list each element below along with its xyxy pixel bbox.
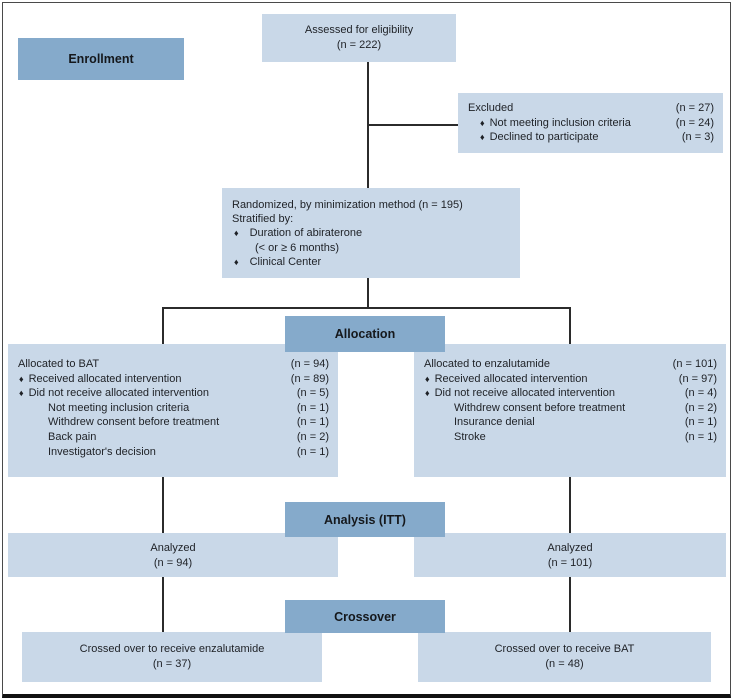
bullet-icon: ♦ (234, 228, 239, 238)
crossover-label: Crossed over to receive enzalutamide (79, 643, 265, 655)
bullet-icon: ♦ (425, 373, 430, 384)
connector-line (162, 307, 164, 344)
connector-line (162, 307, 571, 309)
connector-line (569, 577, 571, 632)
allocation-row: ♦ Received allocated intervention (n = 8… (19, 372, 329, 385)
allocation-row: ♦ Did not receive allocated intervention… (425, 387, 717, 400)
bullet-icon: ♦ (480, 132, 485, 143)
enrollment-stage-header: Enrollment (18, 38, 184, 80)
connector-line (162, 577, 164, 632)
allocation-row: Withdrew consent before treatment (n = 1… (48, 416, 329, 429)
bullet-icon: ♦ (234, 256, 239, 267)
connector-line (569, 307, 571, 344)
allocation-row: Insurance denial (n = 1) (454, 416, 717, 429)
randomized-line: ♦ Clinical Center (234, 255, 322, 268)
crossover-count: (n = 37) (152, 657, 192, 670)
analysis-stage-label: Analysis (ITT) (324, 512, 406, 527)
analyzed-enzalutamide-box: Analyzed (n = 101) (414, 533, 726, 577)
allocated-bat-box: Allocated to BAT (n = 94) ♦ Received all… (8, 344, 338, 477)
excluded-row: ♦ Not meeting inclusion criteria (n = 24… (480, 116, 714, 129)
analyzed-count: (n = 101) (547, 556, 593, 569)
allocation-row: ♦ Did not receive allocated intervention… (19, 387, 329, 400)
allocation-row: Not meeting inclusion criteria (n = 1) (48, 401, 329, 414)
assessed-label: Assessed for eligibility (304, 24, 414, 36)
allocation-row: Allocated to BAT (n = 94) (18, 358, 329, 370)
analyzed-label: Analyzed (547, 542, 593, 554)
connector-line (367, 278, 369, 308)
allocation-row: Stroke (n = 1) (454, 430, 717, 443)
allocation-row: ♦ Received allocated intervention (n = 9… (425, 372, 717, 385)
connector-line (368, 124, 458, 126)
analyzed-count: (n = 94) (153, 556, 193, 569)
connector-line (162, 477, 164, 533)
crossover-stage-label: Crossover (334, 609, 396, 624)
crossover-to-enzalutamide-box: Crossed over to receive enzalutamide (n … (22, 632, 322, 682)
assessed-eligibility-box: Assessed for eligibility (n = 222) (262, 14, 456, 62)
excluded-box: Excluded (n = 27) ♦ Not meeting inclusio… (458, 93, 723, 153)
allocation-stage-header: Allocation (285, 316, 445, 352)
bullet-icon: ♦ (19, 373, 24, 384)
randomized-line: ♦ Duration of abiraterone (234, 227, 363, 239)
allocation-stage-label: Allocation (334, 327, 396, 341)
excluded-row: Excluded (n = 27) (468, 102, 714, 114)
crossover-label: Crossed over to receive BAT (494, 643, 635, 655)
excluded-row: ♦ Declined to participate (n = 3) (480, 131, 714, 144)
enrollment-stage-label: Enrollment (68, 52, 134, 66)
randomized-line: (< or ≥ 6 months) (255, 241, 339, 254)
allocated-enzalutamide-box: Allocated to enzalutamide (n = 101) ♦ Re… (414, 344, 726, 477)
bullet-icon: ♦ (425, 388, 430, 399)
crossover-to-bat-box: Crossed over to receive BAT (n = 48) (418, 632, 711, 682)
bullet-icon: ♦ (19, 388, 24, 399)
crossover-stage-header: Crossover (285, 600, 445, 633)
allocation-row: Withdrew consent before treatment (n = 2… (454, 401, 717, 414)
analyzed-bat-box: Analyzed (n = 94) (8, 533, 338, 577)
connector-line (569, 477, 571, 533)
allocation-row: Back pain (n = 2) (48, 430, 329, 443)
crossover-count: (n = 48) (545, 657, 584, 670)
randomized-box: Randomized, by minimization method (n = … (222, 188, 520, 278)
allocation-row: Allocated to enzalutamide (n = 101) (424, 358, 717, 370)
randomized-line: Randomized, by minimization method (n = … (232, 199, 463, 211)
analyzed-label: Analyzed (150, 542, 196, 554)
assessed-count: (n = 222) (336, 38, 382, 51)
analysis-stage-header: Analysis (ITT) (285, 502, 445, 537)
allocation-row: Investigator's decision (n = 1) (48, 445, 329, 458)
bullet-icon: ♦ (480, 117, 485, 128)
randomized-line: Stratified by: (232, 213, 294, 225)
